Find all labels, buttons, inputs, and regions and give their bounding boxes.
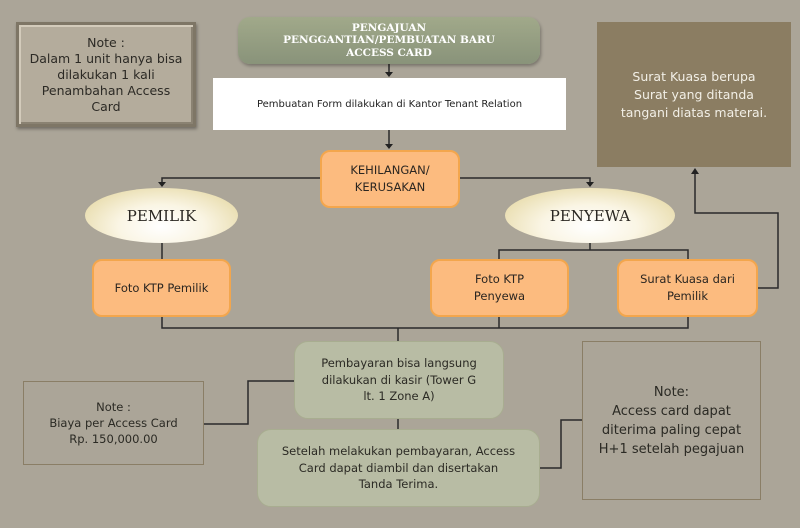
note-cost-text: Note : Biaya per Access Card Rp. 150,000… <box>49 400 178 446</box>
requirement-text: Foto KTP Penyewa <box>473 272 526 303</box>
form-step-text: Pembuatan Form dilakukan di Kantor Tenan… <box>256 98 523 110</box>
note-cost: Note : Biaya per Access Card Rp. 150,000… <box>23 381 204 465</box>
note-delivery-time: Note: Access card dapat diterima paling … <box>582 341 761 500</box>
branch-kehilangan-kerusakan: KEHILANGAN/ KERUSAKAN <box>320 150 460 208</box>
process-title: PENGAJUAN PENGGANTIAN/PEMBUATAN BARU ACC… <box>238 17 540 64</box>
note-unit-limit: Note : Dalam 1 unit hanya bisa dilakukan… <box>16 22 196 127</box>
connector-kuasa-note <box>694 170 779 289</box>
arrow-head-form <box>385 72 393 77</box>
process-title-text: PENGAJUAN PENGGANTIAN/PEMBUATAN BARU ACC… <box>283 21 495 59</box>
role-pemilik-text: PEMILIK <box>126 206 197 225</box>
pickup-step: Setelah melakukan pembayaran, Access Car… <box>257 429 540 507</box>
requirement-text: Surat Kuasa dari Pemilik <box>640 272 735 303</box>
requirement-text: Foto KTP Pemilik <box>114 280 209 295</box>
requirement-surat-kuasa: Surat Kuasa dari Pemilik <box>617 259 758 317</box>
role-pemilik: PEMILIK <box>85 188 238 243</box>
connector-kehilangan-pemilik <box>161 177 320 186</box>
arrow-head-penyewa <box>586 182 594 187</box>
connector-kehilangan-penyewa <box>460 177 591 186</box>
requirement-foto-ktp-pemilik: Foto KTP Pemilik <box>92 259 231 317</box>
payment-step-text: Pembayaran bisa langsung dilakukan di ka… <box>321 356 477 404</box>
pickup-step-text: Setelah melakukan pembayaran, Access Car… <box>281 444 516 492</box>
arrow-head-pemilik <box>158 182 166 187</box>
note-unit-limit-text: Note : Dalam 1 unit hanya bisa dilakukan… <box>29 34 183 114</box>
note-power-of-attorney-text: Surat Kuasa berupa Surat yang ditanda ta… <box>620 68 768 120</box>
payment-step: Pembayaran bisa langsung dilakukan di ka… <box>294 341 504 419</box>
arrow-head-kuasa-note <box>691 168 699 174</box>
arrow-head-kehilangan <box>385 144 393 149</box>
requirement-foto-ktp-penyewa: Foto KTP Penyewa <box>430 259 569 317</box>
note-delivery-time-text: Note: Access card dapat diterima paling … <box>598 384 745 457</box>
connector-biaya-note <box>204 380 294 425</box>
role-penyewa-text: PENYEWA <box>549 206 631 225</box>
role-penyewa: PENYEWA <box>505 188 675 243</box>
connector-penyewa-children <box>498 249 689 259</box>
form-step-box: Pembuatan Form dilakukan di Kantor Tenan… <box>213 78 566 130</box>
connector-terima-note <box>540 419 582 469</box>
branch-text: KEHILANGAN/ KERUSAKAN <box>350 163 430 194</box>
note-power-of-attorney: Surat Kuasa berupa Surat yang ditanda ta… <box>597 22 791 167</box>
connector-merge <box>161 317 689 329</box>
